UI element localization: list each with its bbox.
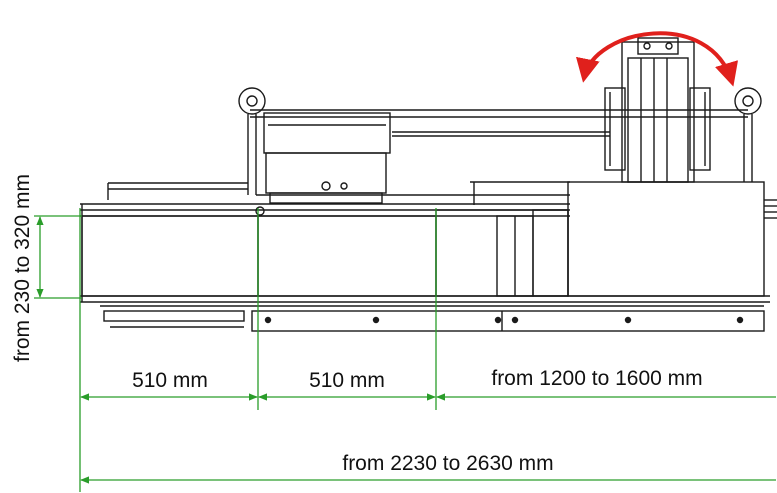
lower-side-frame	[100, 305, 765, 332]
rotating-head	[604, 37, 711, 183]
conveyor-machine	[80, 37, 777, 332]
belt-outline	[80, 203, 770, 303]
dimension-lines	[34, 208, 776, 492]
right-end-wheel	[734, 87, 762, 182]
conveyor-module-3	[435, 209, 569, 297]
top-rail	[250, 109, 748, 137]
total-dimension-label: from 2230 to 2630 mm	[342, 452, 553, 475]
upper-frame	[107, 181, 570, 205]
segment-3-dimension-label: from 1200 to 1600 mm	[491, 367, 702, 390]
left-end-wheel	[238, 87, 266, 195]
conveyor-module-2	[255, 206, 437, 297]
segment-2-dimension-label: 510 mm	[309, 369, 385, 392]
height-dimension-label: from 230 to 320 mm	[11, 174, 34, 362]
segment-1-dimension-label: 510 mm	[132, 369, 208, 392]
conveyor-module-1	[81, 215, 259, 297]
curved-double-arrow-icon	[576, 31, 738, 87]
outfeed-unit	[567, 181, 777, 297]
motor-box	[263, 112, 391, 204]
